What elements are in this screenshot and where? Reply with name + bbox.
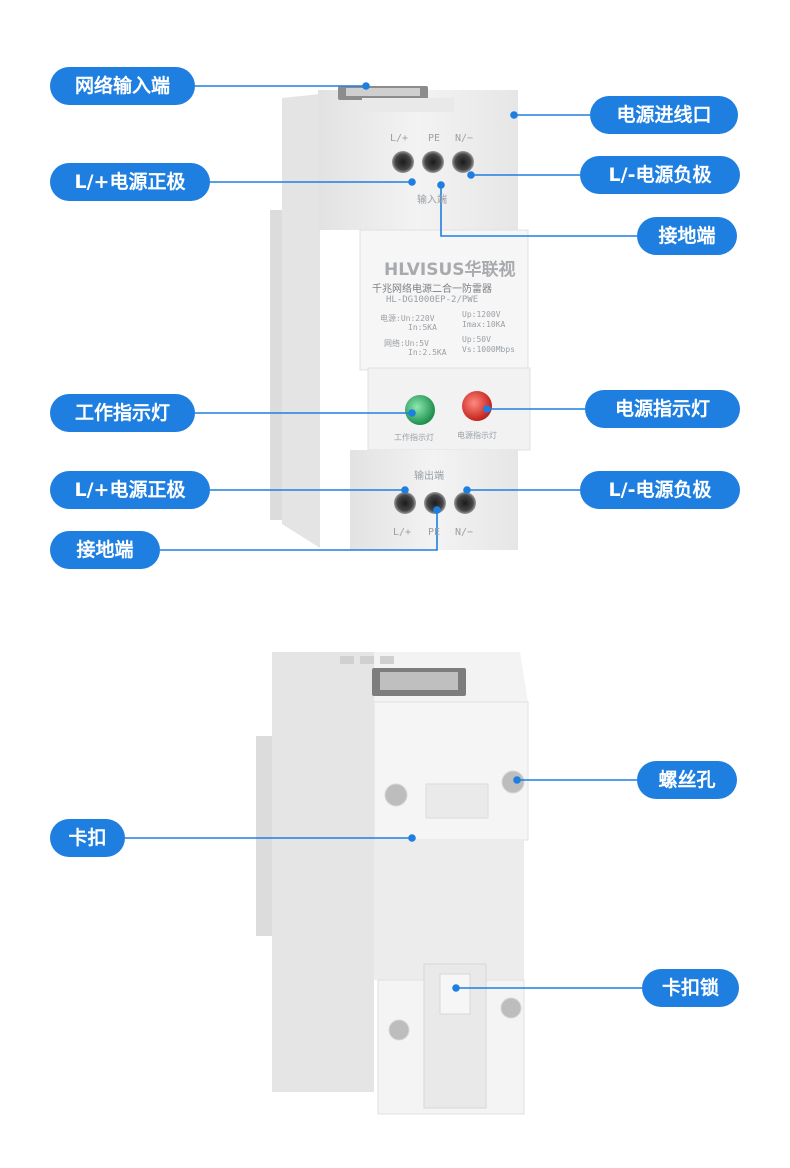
rear-device <box>256 652 529 1115</box>
input-caption: 输入端 <box>417 195 447 206</box>
spec-net-in: In:2.5KA <box>408 348 447 357</box>
callout-screw-hole: 螺丝孔 <box>637 761 737 799</box>
power-indicator-caption: 电源指示灯 <box>457 431 497 440</box>
model-number: HL-DG1000EP-2/PWE <box>386 295 479 305</box>
screw-hole <box>384 783 408 807</box>
device-top-block <box>318 90 518 230</box>
red-indicator-light <box>462 391 492 421</box>
terminal-hole <box>454 492 476 514</box>
callout-clip: 卡扣 <box>50 819 125 857</box>
work-indicator-caption: 工作指示灯 <box>394 433 434 442</box>
callout-power-indicator: 电源指示灯 <box>585 390 740 428</box>
spec-net-up: Up:50V <box>462 335 491 344</box>
callout-work-indicator: 工作指示灯 <box>50 394 195 432</box>
spec-net-un: 网络:Un:5V <box>384 339 429 348</box>
rear-middle-face <box>374 840 524 980</box>
bottom-terminal-label-l: L/+ <box>393 527 412 538</box>
product-name: 千兆网络电源二合一防雷器 <box>372 284 492 295</box>
terminal-hole <box>422 151 444 173</box>
callout-negative-top: L/-电源负极 <box>580 156 740 194</box>
brand-logo: HLVISUS华联视 <box>384 260 516 280</box>
callout-clip-lock: 卡扣锁 <box>642 969 739 1007</box>
terminal-label-n: N/− <box>455 133 474 144</box>
screw-hole <box>388 1019 410 1041</box>
terminal-label-pe: PE <box>428 133 441 144</box>
output-caption: 输出端 <box>414 471 444 482</box>
terminal-label-l: L/+ <box>390 133 409 144</box>
rear-upper-face <box>373 701 529 841</box>
device-side <box>282 94 320 548</box>
callout-leaders <box>125 82 642 992</box>
spec-power-imax: Imax:10KA <box>462 320 506 329</box>
front-device <box>270 86 531 550</box>
label-panel <box>359 229 529 371</box>
callout-ground-bottom: 接地端 <box>50 531 160 569</box>
terminal-hole <box>424 492 446 514</box>
screw-hole <box>501 770 525 794</box>
callout-ground-top: 接地端 <box>637 217 737 255</box>
spec-power-un: 电源:Un:220V <box>380 314 435 323</box>
callout-negative-bottom: L/-电源负极 <box>580 471 740 509</box>
spec-power-up: Up:1200V <box>462 310 501 319</box>
spec-net-vs: Vs:1000Mbps <box>462 345 515 354</box>
bottom-terminal-label-pe: PE <box>428 527 441 538</box>
rear-side-face <box>272 652 374 1092</box>
callout-positive-top: L/+电源正极 <box>50 163 210 201</box>
terminal-hole <box>452 151 474 173</box>
callout-network-input: 网络输入端 <box>50 67 195 105</box>
callout-power-inlet: 电源进线口 <box>590 96 738 134</box>
terminal-hole <box>392 151 414 173</box>
callout-positive-bottom: L/+电源正极 <box>50 471 210 509</box>
spec-power-in: In:5KA <box>408 323 437 332</box>
green-indicator-light <box>405 395 435 425</box>
terminal-hole <box>394 492 416 514</box>
bottom-terminal-label-n: N/− <box>455 527 474 538</box>
screw-hole <box>500 997 522 1019</box>
